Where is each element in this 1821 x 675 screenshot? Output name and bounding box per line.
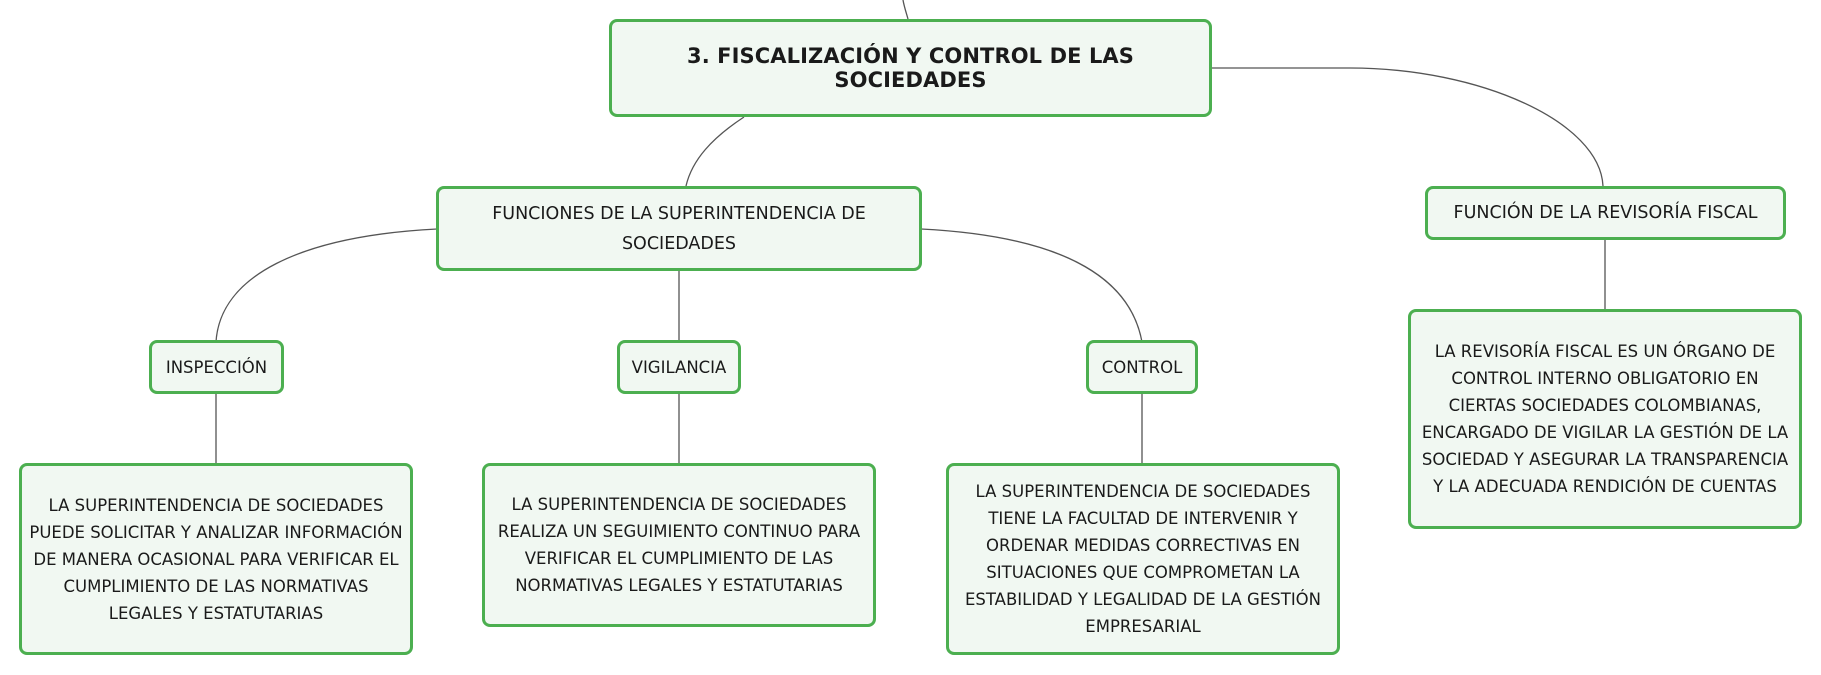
vigilancia-topic-label: VIGILANCIA — [631, 357, 727, 377]
root-topic[interactable]: 3. FISCALIZACIÓN Y CONTROL DE LAS SOCIED… — [609, 19, 1212, 117]
vigilancia-description[interactable]: LA SUPERINTENDENCIA DE SOCIEDADES REALIZ… — [482, 463, 876, 627]
connector-parent-to-root — [902, 0, 909, 20]
control-description[interactable]: LA SUPERINTENDENCIA DE SOCIEDADES TIENE … — [946, 463, 1340, 655]
revisoria-description[interactable]: LA REVISORÍA FISCAL ES UN ÓRGANO DE CONT… — [1408, 309, 1802, 529]
root-topic-label: 3. FISCALIZACIÓN Y CONTROL DE LAS SOCIED… — [686, 44, 1135, 92]
inspeccion-description[interactable]: LA SUPERINTENDENCIA DE SOCIEDADES PUEDE … — [19, 463, 413, 655]
connector-superintendencia-to-control — [920, 228, 1143, 343]
revisoria-topic[interactable]: FUNCIÓN DE LA REVISORÍA FISCAL — [1425, 186, 1786, 240]
control-topic-label: CONTROL — [1101, 357, 1183, 377]
revisoria-description-text: LA REVISORÍA FISCAL ES UN ÓRGANO DE CONT… — [1421, 342, 1789, 496]
inspeccion-description-text: LA SUPERINTENDENCIA DE SOCIEDADES PUEDE … — [29, 495, 403, 623]
inspeccion-topic[interactable]: INSPECCIÓN — [149, 340, 284, 394]
vigilancia-description-text: LA SUPERINTENDENCIA DE SOCIEDADES REALIZ… — [497, 495, 861, 595]
control-topic[interactable]: CONTROL — [1086, 340, 1198, 394]
revisoria-topic-label: FUNCIÓN DE LA REVISORÍA FISCAL — [1453, 203, 1758, 223]
control-description-text: LA SUPERINTENDENCIA DE SOCIEDADES TIENE … — [964, 482, 1322, 636]
connector-root-to-superintendencia — [685, 116, 745, 187]
inspeccion-topic-label: INSPECCIÓN — [165, 357, 268, 377]
superintendencia-topic[interactable]: FUNCIONES DE LA SUPERINTENDENCIA DE SOCI… — [436, 186, 922, 271]
superintendencia-topic-label: FUNCIONES DE LA SUPERINTENDENCIA DE SOCI… — [492, 203, 866, 254]
vigilancia-topic[interactable]: VIGILANCIA — [617, 340, 741, 394]
connector-superintendencia-to-inspeccion — [215, 228, 438, 343]
connector-root-to-revisoria — [1212, 67, 1604, 187]
